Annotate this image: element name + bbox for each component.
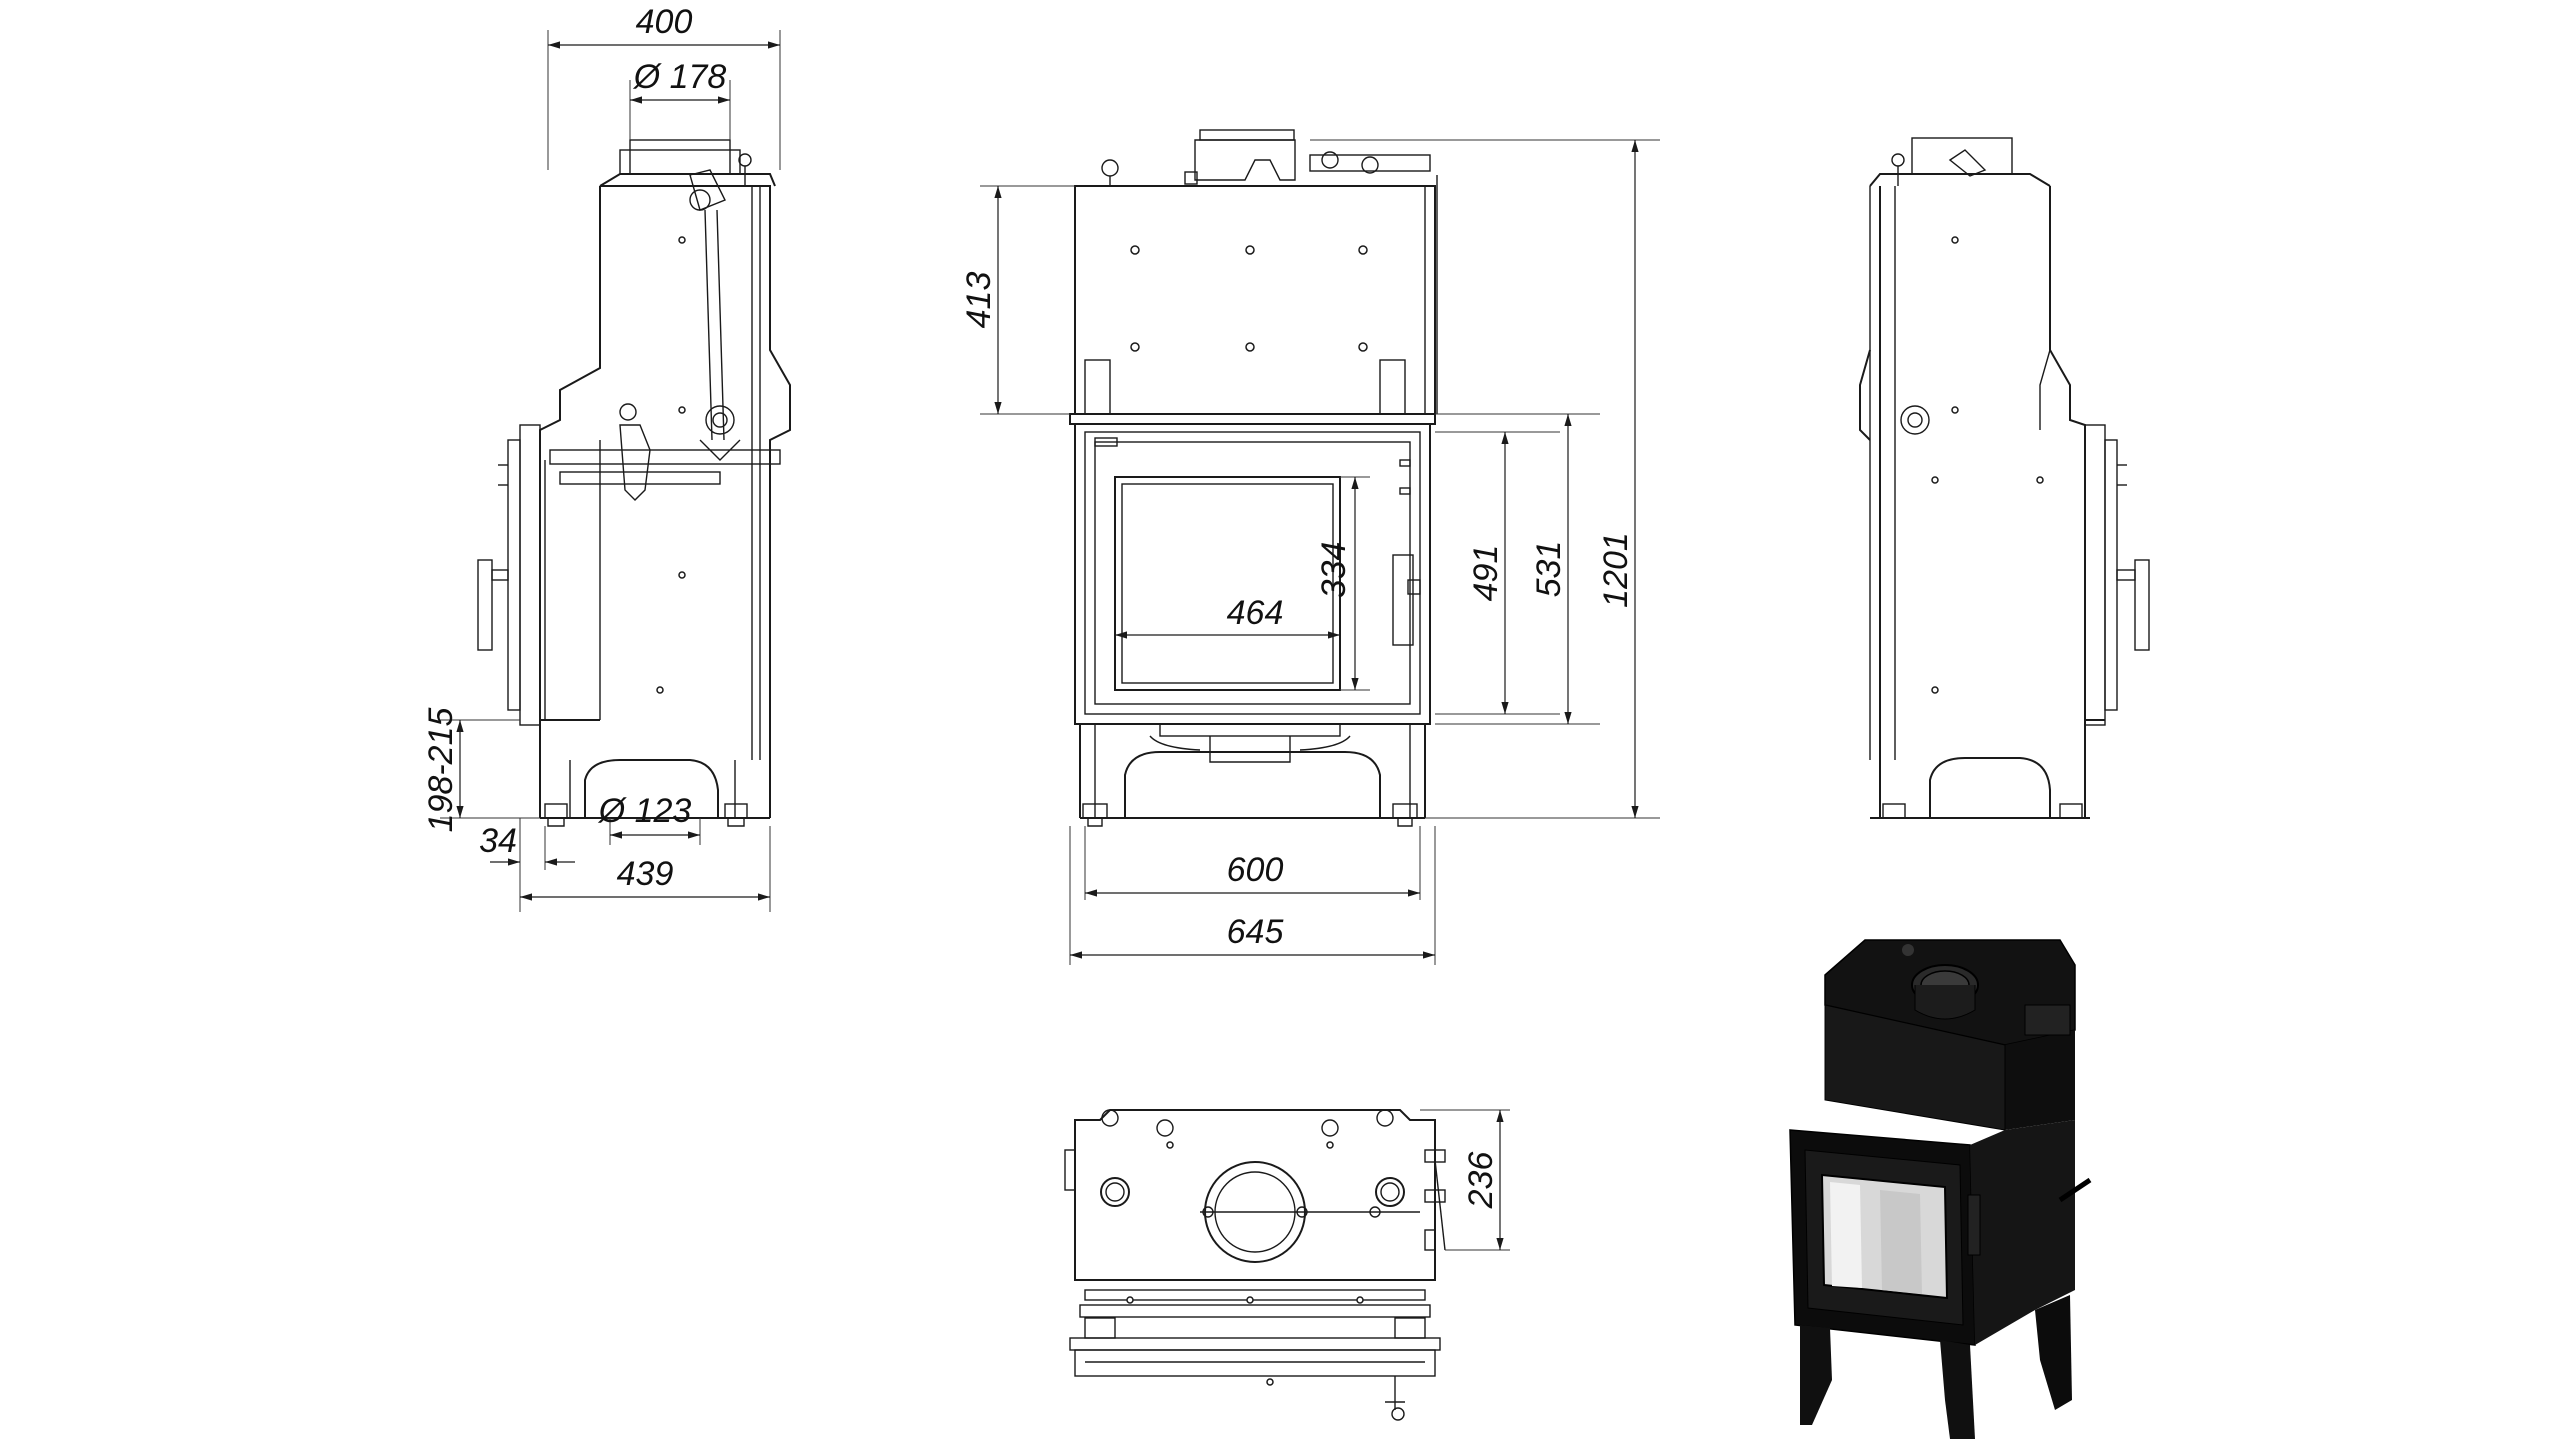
dim-air-inlet-diameter: Ø 123 [598, 792, 692, 830]
dim-total-height: 1201 [1597, 532, 1635, 608]
dim-leg-offset: 34 [479, 822, 517, 860]
dim-depth-base: 439 [617, 855, 674, 893]
side-view-right [1859, 137, 2150, 819]
dim-width-top: 400 [636, 3, 693, 41]
dim-front-height: 531 [1530, 541, 1568, 598]
dim-upper-height: 413 [960, 272, 998, 329]
dim-leg-height-range: 198-215 [422, 708, 460, 833]
dimensions: 400 Ø 178 198-215 34 Ø 123 439 413 334 4… [422, 3, 1639, 1250]
side-view-left [440, 30, 791, 912]
top-view [1064, 1109, 1510, 1421]
dim-flue-diameter: Ø 178 [633, 58, 727, 96]
dim-top-depth: 236 [1462, 1152, 1500, 1210]
front-view [980, 129, 1660, 965]
dim-glass-width: 464 [1227, 594, 1284, 632]
dim-glass-height: 334 [1315, 542, 1353, 599]
dim-overall-width: 645 [1227, 913, 1284, 951]
dim-door-height: 491 [1467, 545, 1505, 602]
dim-base-width: 600 [1227, 851, 1284, 889]
stove-render [1789, 939, 2092, 1439]
